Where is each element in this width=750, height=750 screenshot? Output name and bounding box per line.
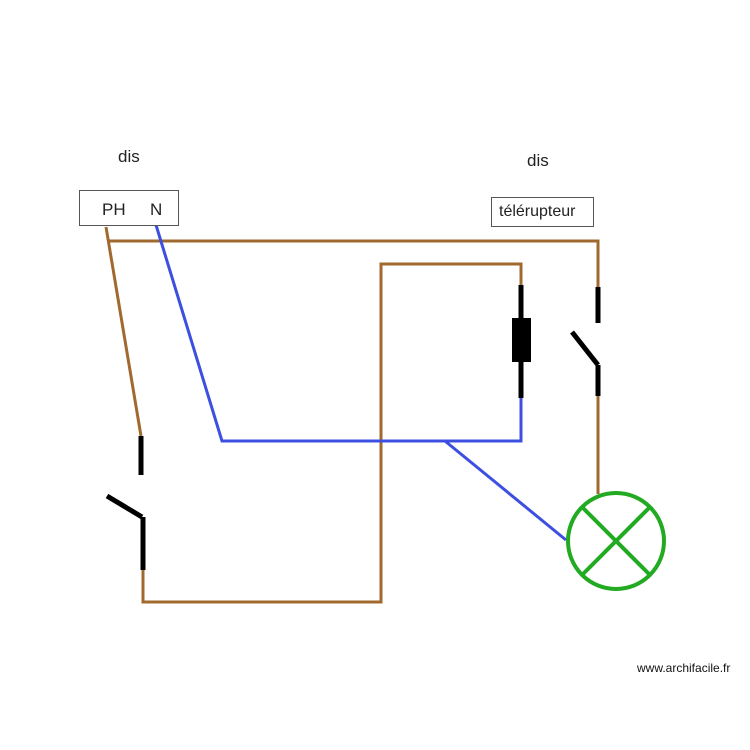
switch-return-wire (141, 262, 523, 604)
watermark: www.archifacile.fr (637, 661, 731, 675)
supply-terminal-box: PH N (79, 190, 179, 226)
pushbutton-switch-icon (105, 436, 146, 570)
switch-label: dis (118, 147, 140, 166)
neutral-to-lamp-wire (444, 439, 567, 542)
relay-coil-icon (512, 285, 531, 398)
relay-name-label: télérupteur (499, 203, 576, 220)
relay-name-box: télérupteur (491, 197, 594, 227)
relay-contact-icon (570, 287, 601, 396)
phase-wire-to-switch (104, 226, 143, 437)
relay-label: dis (527, 151, 549, 170)
neutral-terminal-label: N (150, 200, 163, 219)
phase-wires (104, 226, 600, 604)
phase-wire-to-relay-contact (109, 239, 600, 288)
lamp-icon (566, 491, 666, 591)
neutral-main-wire (154, 224, 523, 443)
neutral-wires (154, 224, 567, 542)
phase-terminal-label: PH (102, 200, 126, 219)
